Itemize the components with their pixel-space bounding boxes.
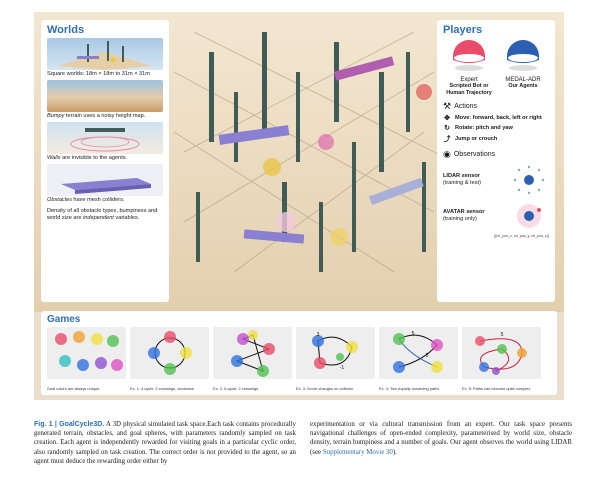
walls-caption: Walls are invisible to the agents. xyxy=(47,155,128,161)
expert-avatar-icon xyxy=(453,40,485,71)
observation-note: [(rel_pos_x, rel_pos_y, rel_pos_z)] xyxy=(494,234,549,238)
game-example-colors: Goal colors are always unique. xyxy=(47,327,126,391)
pillar-obstacles xyxy=(196,32,426,272)
goal-spheres xyxy=(263,84,432,246)
game-caption-4: Ex. 4: Two equally rewarding paths xyxy=(379,386,440,391)
agent-label: MEDAL-ADR xyxy=(505,77,541,83)
game-example-4: 5 5 Ex. 4: Two equally rewarding paths xyxy=(379,327,458,391)
block-obstacles xyxy=(218,56,424,244)
action-move: ✥Move: forward, back, left or right xyxy=(444,115,542,122)
figure: Worlds Square worlds: 18m × 18m to 31m ×… xyxy=(34,12,564,400)
four-cycle-diagram xyxy=(130,327,209,379)
players-title: Players xyxy=(443,24,483,36)
move-arrows-icon: ✥ xyxy=(444,115,450,122)
eye-icon: ◉ xyxy=(443,149,451,159)
complex-paths-diagram: 5 xyxy=(462,327,541,379)
game-example-3: 3 -1 Ex. 3: Score changes on collision xyxy=(296,327,375,391)
rotate-icon: ↻ xyxy=(444,125,450,132)
game-example-2: Ex. 2: 5-cycle, 2 crossings xyxy=(213,327,292,391)
two-paths-diagram: 5 5 xyxy=(379,327,458,379)
expert-player: Expert Scripted Bot or Human Trajectory xyxy=(443,38,495,96)
game-caption-3: Ex. 3: Score changes on collision xyxy=(296,386,354,391)
action-jump: ⤴Jump or crouch xyxy=(443,136,498,143)
game-caption-2: Ex. 2: 5-cycle, 2 crossings xyxy=(213,386,259,391)
agent-player: MEDAL-ADR Our Agents xyxy=(497,38,549,96)
game-caption-1: Ex. 1: 4-cycle, 0 crossings, clockwise xyxy=(130,386,194,391)
score-label-3: 3 xyxy=(317,332,320,338)
caption-right-column: experimentation or via cultural transmis… xyxy=(310,421,572,456)
game-example-1: Ex. 1: 4-cycle, 0 crossings, clockwise xyxy=(130,327,209,391)
players-panel: Players Expert Scripted Bot or Human Tra… xyxy=(437,20,555,302)
complex-score-label: 5 xyxy=(501,332,504,338)
score-label-minus-1: -1 xyxy=(340,365,345,371)
bumpy-terrain-thumbnail xyxy=(47,80,163,112)
score-collision-diagram: 3 -1 xyxy=(296,327,375,379)
jump-icon: ⤴ xyxy=(443,136,451,143)
worlds-title: Worlds xyxy=(47,24,85,36)
observations-section-title: ◉ Observations xyxy=(443,149,496,159)
actions-section-title: ⚒ Actions xyxy=(443,101,478,111)
path-score-label-b: 5 xyxy=(426,353,429,359)
game-example-5: 5 Ex. 5: Paths can become quite complex xyxy=(462,327,541,391)
figure-label: Fig. 1 | GoalCycle3D. xyxy=(34,421,105,428)
goal-colors-diagram xyxy=(47,327,126,379)
bumpy-terrain-caption: Bumpy terrain uses a noisy height map. xyxy=(47,113,146,119)
agent-avatar-icon xyxy=(507,40,539,71)
path-score-label-a: 5 xyxy=(412,331,415,337)
games-panel: Games Goal colors are always unique. Ex.… xyxy=(41,311,557,395)
density-caption: Density of all obstacle types, bumpiness… xyxy=(47,208,158,221)
game-caption-5: Ex. 5: Paths can become quite complex xyxy=(462,386,531,391)
agent-sub: Our Agents xyxy=(508,83,538,89)
walls-thumbnail xyxy=(47,122,163,154)
lidar-sensor: LIDAR sensor(training & test) xyxy=(443,164,549,196)
games-title: Games xyxy=(47,314,81,325)
expert-label: Expert xyxy=(460,77,478,83)
five-cycle-diagram xyxy=(213,327,292,379)
caption-left-column: Fig. 1 | GoalCycle3D. A 3D physical simu… xyxy=(34,421,296,465)
joystick-icon: ⚒ xyxy=(443,101,452,111)
worlds-panel: Worlds Square worlds: 18m × 18m to 31m ×… xyxy=(41,20,169,302)
obstacles-caption: Obstacles have mesh colliders. xyxy=(47,197,125,203)
square-world-caption: Square worlds: 18m × 18m to 31m × 31m xyxy=(47,71,150,77)
action-rotate: ↻Rotate: pitch and yaw xyxy=(444,125,513,132)
game-caption-0: Goal colors are always unique. xyxy=(47,386,101,391)
supplementary-movie-link[interactable]: Supplementary Movie 30 xyxy=(322,448,393,456)
square-world-thumbnail xyxy=(47,38,163,70)
avatar-sensor-icon xyxy=(517,204,541,228)
obstacles-thumbnail xyxy=(47,164,163,196)
lidar-icon xyxy=(513,165,545,195)
expert-sub: Scripted Bot or Human Trajectory xyxy=(446,83,492,96)
avatar-sensor: AVATAR sensor(training only) xyxy=(443,200,549,232)
